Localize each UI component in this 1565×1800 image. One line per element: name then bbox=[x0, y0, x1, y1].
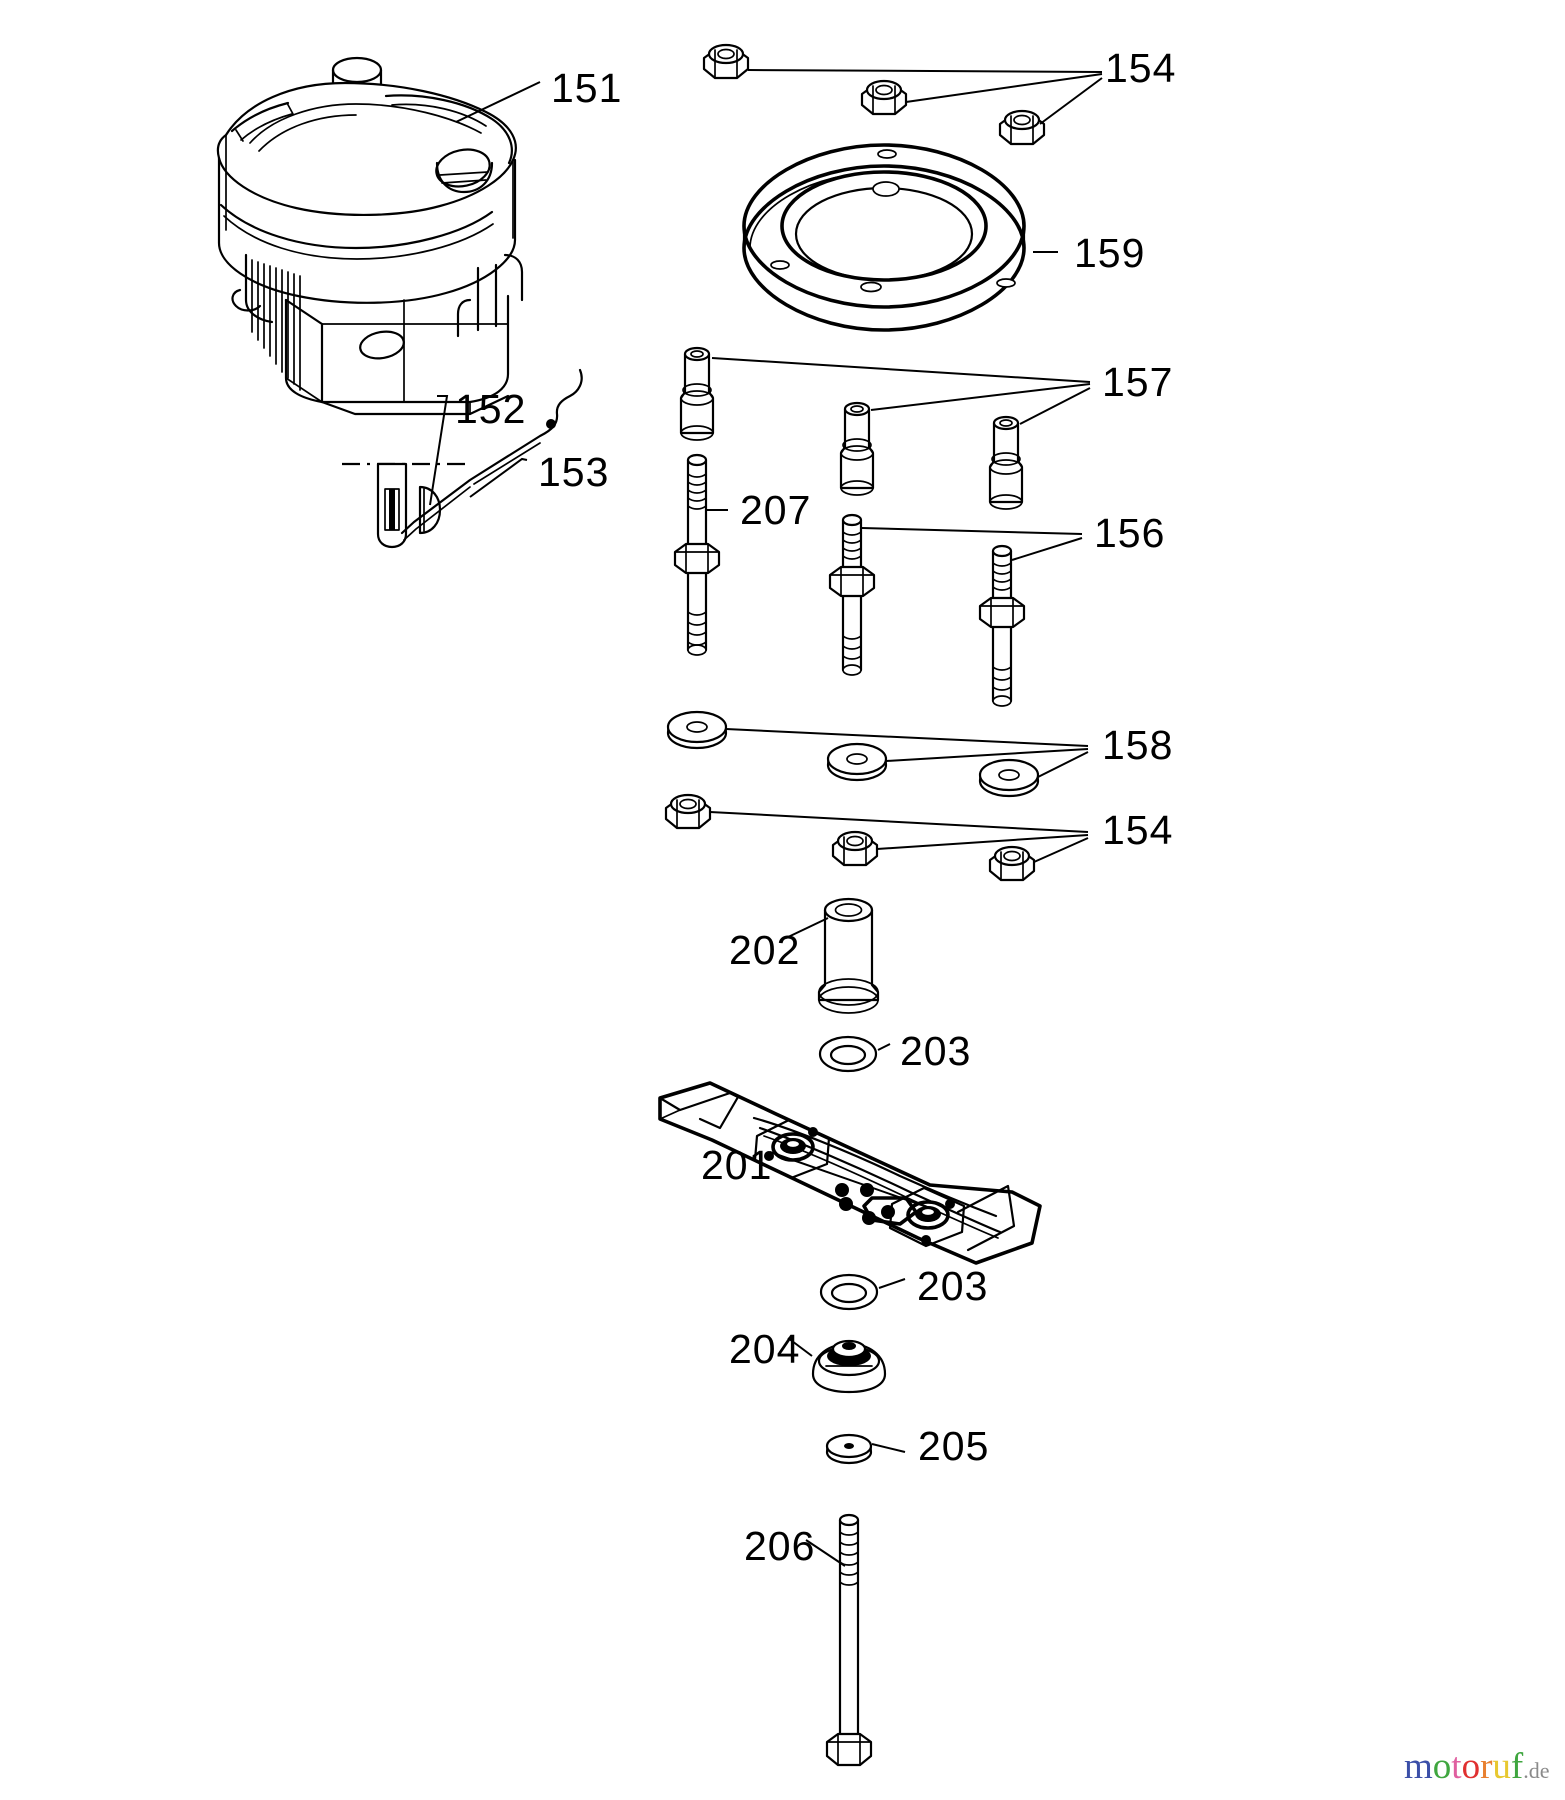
leader-203a bbox=[877, 1043, 891, 1051]
watermark-letter-f: f bbox=[1510, 1746, 1524, 1787]
watermark-letter-o1: o bbox=[1432, 1746, 1452, 1787]
leader-158-1 bbox=[725, 728, 1089, 747]
callout-157: 157 bbox=[1102, 359, 1174, 405]
watermark-letter-m: m bbox=[1404, 1746, 1433, 1787]
part-205-bolt-washer bbox=[825, 1433, 873, 1465]
leader-154a-1 bbox=[747, 69, 1103, 73]
part-156-studs bbox=[828, 513, 1026, 707]
callout-201: 201 bbox=[701, 1142, 773, 1188]
part-202-blade-spacer-tube bbox=[817, 897, 880, 1014]
part-204-blade-adapter-hub bbox=[811, 1339, 887, 1394]
watermark-letter-u: u bbox=[1492, 1746, 1511, 1787]
leader-154b-1 bbox=[709, 811, 1089, 833]
part-154-locknuts-top bbox=[702, 43, 1046, 146]
callout-207: 207 bbox=[740, 487, 812, 533]
leader-154b-3 bbox=[1033, 837, 1089, 863]
leader-204 bbox=[787, 1337, 813, 1357]
leader-157-2 bbox=[870, 383, 1091, 411]
part-159-flange-ring bbox=[742, 143, 1026, 332]
callout-205: 205 bbox=[918, 1423, 990, 1469]
callout-203-upper: 203 bbox=[900, 1028, 972, 1074]
leader-153 bbox=[469, 457, 528, 498]
leader-152 bbox=[429, 395, 449, 506]
callout-153: 153 bbox=[538, 449, 610, 495]
leader-156-1 bbox=[861, 527, 1083, 535]
part-152-crankshaft-key bbox=[342, 462, 470, 549]
callout-203-lower: 203 bbox=[917, 1263, 989, 1309]
leader-158-2 bbox=[885, 748, 1089, 762]
leader-202 bbox=[785, 917, 829, 939]
leader-154a-2 bbox=[905, 73, 1103, 103]
callout-154-bottom: 154 bbox=[1102, 807, 1174, 853]
watermark-letter-t: t bbox=[1451, 1746, 1462, 1787]
leader-201 bbox=[769, 1151, 931, 1209]
callout-152: 152 bbox=[455, 386, 527, 432]
leader-157-1 bbox=[711, 357, 1091, 383]
leader-206 bbox=[805, 1539, 846, 1567]
part-201-cutting-blade bbox=[658, 1081, 1042, 1265]
leader-203b bbox=[878, 1278, 906, 1289]
callout-206: 206 bbox=[744, 1523, 816, 1569]
watermark-letter-o2: o bbox=[1461, 1746, 1481, 1787]
leader-156-2 bbox=[1011, 537, 1083, 561]
callout-154-top: 154 bbox=[1105, 45, 1177, 91]
watermark-letter-r: r bbox=[1480, 1746, 1493, 1787]
callout-204: 204 bbox=[729, 1326, 801, 1372]
leader-151 bbox=[455, 81, 541, 123]
part-206-blade-bolt bbox=[825, 1513, 873, 1767]
callout-156: 156 bbox=[1094, 510, 1166, 556]
part-157-spacer-sleeves bbox=[679, 346, 1024, 510]
watermark-suffix: .de bbox=[1523, 1758, 1550, 1783]
leader-157-3 bbox=[1019, 387, 1091, 425]
part-158-flat-washers bbox=[666, 710, 1040, 798]
part-207-long-stud bbox=[673, 453, 721, 656]
part-154-locknuts-bottom bbox=[664, 793, 1036, 882]
part-151-engine bbox=[216, 56, 524, 416]
leader-154a-3 bbox=[1039, 77, 1103, 125]
part-203-o-ring-upper bbox=[818, 1035, 878, 1073]
callout-159: 159 bbox=[1074, 230, 1146, 276]
callout-151: 151 bbox=[551, 65, 623, 111]
callout-202: 202 bbox=[729, 927, 801, 973]
part-203-o-ring-lower bbox=[819, 1273, 879, 1311]
callout-158: 158 bbox=[1102, 722, 1174, 768]
leader-154b-2 bbox=[876, 834, 1089, 850]
motoruf-watermark: motoruf.de bbox=[1404, 1748, 1549, 1785]
part-153-control-cable bbox=[400, 368, 583, 541]
leader-158-3 bbox=[1037, 751, 1089, 778]
leader-205 bbox=[871, 1443, 906, 1453]
